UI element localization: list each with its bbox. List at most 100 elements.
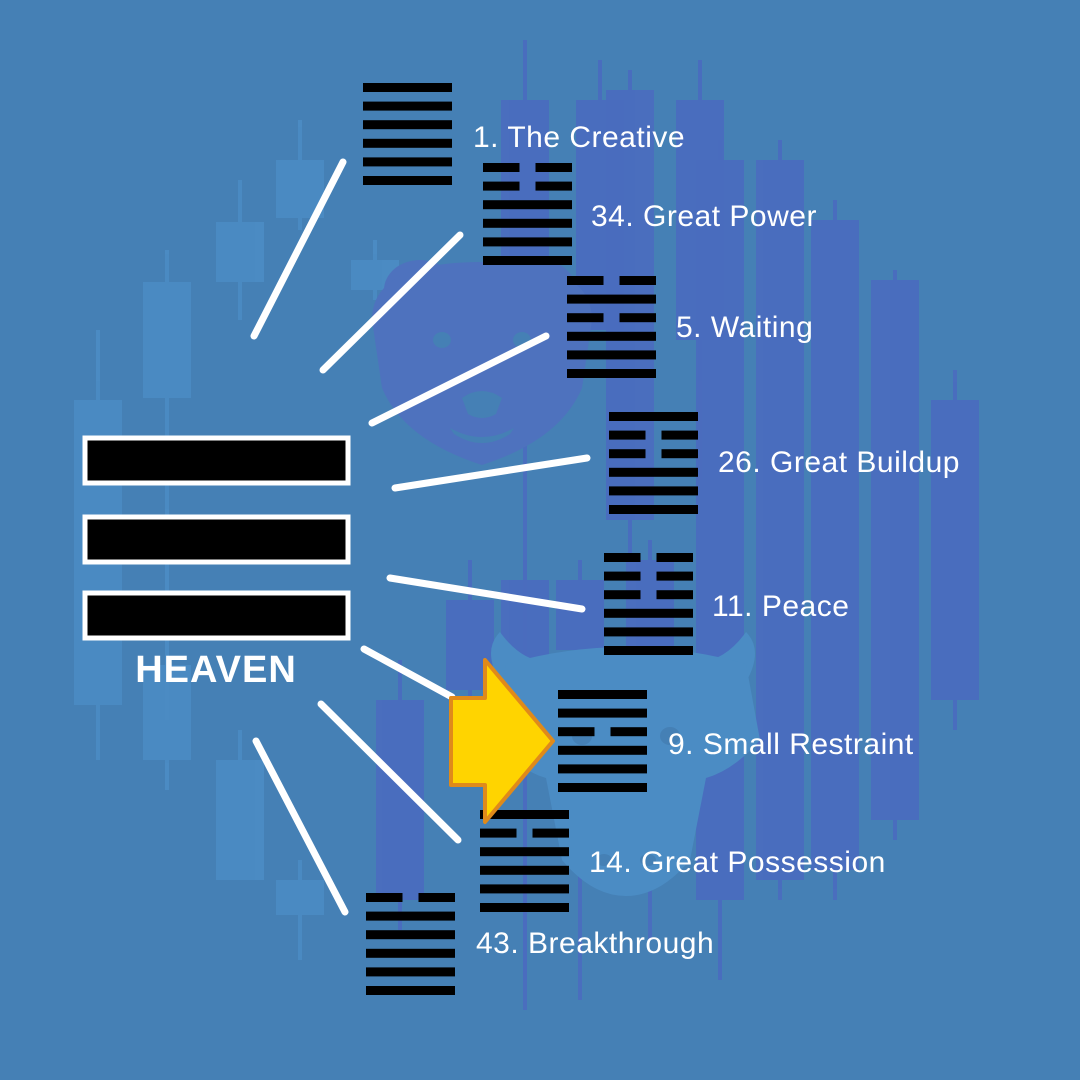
candle	[756, 140, 804, 900]
connector-great-power	[319, 231, 464, 374]
yang-line	[363, 101, 452, 111]
trigram-line	[82, 435, 351, 486]
candle	[276, 860, 324, 960]
yin-line	[661, 430, 698, 440]
connector-waiting	[368, 332, 550, 427]
connector-creative	[250, 158, 347, 340]
yang-line	[609, 486, 698, 496]
bear-icon	[372, 260, 592, 465]
yin-line	[656, 590, 693, 600]
yin-line	[604, 553, 641, 562]
candle	[216, 180, 264, 320]
yin-line	[558, 727, 595, 737]
yang-line	[609, 505, 698, 514]
yang-line	[366, 930, 455, 940]
hexagram-breakthrough: 43. Breakthrough	[366, 893, 714, 995]
trigram-line	[82, 590, 351, 641]
trigram-lines	[82, 435, 351, 641]
yang-line	[363, 138, 452, 148]
yin-line	[609, 449, 646, 459]
hexagram-label: 34. Great Power	[591, 200, 817, 233]
yang-line	[604, 608, 693, 618]
yang-line	[558, 745, 647, 755]
connector-lines	[250, 158, 591, 916]
yang-line	[366, 967, 455, 977]
yin-line	[567, 313, 604, 323]
yin-line	[661, 449, 698, 459]
yang-line	[480, 810, 569, 819]
yin-line	[483, 181, 520, 191]
yang-line	[609, 467, 698, 477]
yin-line	[567, 276, 604, 285]
hexagram-the-creative: 1. The Creative	[363, 83, 685, 185]
connector-peace	[386, 574, 586, 613]
yin-line	[366, 893, 403, 902]
yang-line	[604, 627, 693, 637]
yang-line	[483, 218, 572, 228]
yang-line	[604, 646, 693, 655]
yang-line	[558, 708, 647, 718]
yin-line	[480, 828, 517, 838]
connector-great-buildup	[391, 454, 591, 492]
hexagram-small-restraint: 9. Small Restraint	[558, 690, 914, 792]
yin-line	[532, 828, 569, 838]
yin-line	[535, 163, 572, 172]
heaven-trigram: HEAVEN	[82, 435, 351, 691]
yin-line	[610, 727, 647, 737]
yang-line	[609, 412, 698, 421]
yang-line	[558, 764, 647, 774]
hexagram-great-power: 34. Great Power	[483, 163, 817, 265]
hexagram-label: 14. Great Possession	[589, 846, 886, 879]
yang-line	[366, 911, 455, 921]
hexagram-waiting: 5. Waiting	[567, 276, 813, 378]
trigram-line	[82, 514, 351, 565]
connector-great-possession	[317, 700, 462, 844]
connector-small-restraint	[360, 645, 456, 701]
yang-line	[480, 865, 569, 875]
yang-line	[363, 176, 452, 185]
yang-line	[363, 83, 452, 92]
hexagram-label: 11. Peace	[712, 590, 849, 623]
candle	[143, 640, 191, 790]
yin-line	[604, 571, 641, 581]
hexagram-label: 26. Great Buildup	[718, 446, 960, 479]
candle	[811, 200, 859, 900]
yin-line	[483, 163, 520, 172]
yang-line	[363, 157, 452, 167]
yang-line	[483, 256, 572, 265]
yang-line	[483, 200, 572, 210]
yang-line	[558, 690, 647, 699]
yin-line	[619, 313, 656, 323]
hexagram-label: 9. Small Restraint	[668, 728, 914, 761]
yang-line	[558, 783, 647, 792]
yang-line	[480, 903, 569, 912]
yang-line	[366, 948, 455, 958]
yin-line	[604, 590, 641, 600]
yang-line	[480, 884, 569, 894]
yin-line	[418, 893, 455, 902]
yang-line	[567, 294, 656, 304]
candle	[871, 270, 919, 840]
hexagram-great-possession: 14. Great Possession	[480, 810, 886, 912]
yang-line	[567, 350, 656, 360]
yin-line	[656, 571, 693, 581]
hexagram-label: 43. Breakthrough	[476, 927, 714, 960]
connector-breakthrough	[252, 737, 349, 916]
yang-line	[480, 847, 569, 857]
yin-line	[656, 553, 693, 562]
yin-line	[609, 430, 646, 440]
yang-line	[567, 369, 656, 378]
candle	[931, 370, 979, 730]
candle	[216, 730, 264, 880]
yang-line	[567, 331, 656, 341]
hexagram-label: 1. The Creative	[473, 121, 685, 154]
hexagram-peace: 11. Peace	[604, 553, 849, 655]
hexagram-list: 1. The Creative 34. Great Power 5. Waiting…	[363, 83, 960, 995]
yin-line	[619, 276, 656, 285]
hexagram-label: 5. Waiting	[676, 311, 813, 344]
yang-line	[366, 986, 455, 995]
hexagram-great-buildup: 26. Great Buildup	[609, 412, 960, 514]
yang-line	[363, 120, 452, 130]
trigram-name: HEAVEN	[135, 649, 297, 691]
